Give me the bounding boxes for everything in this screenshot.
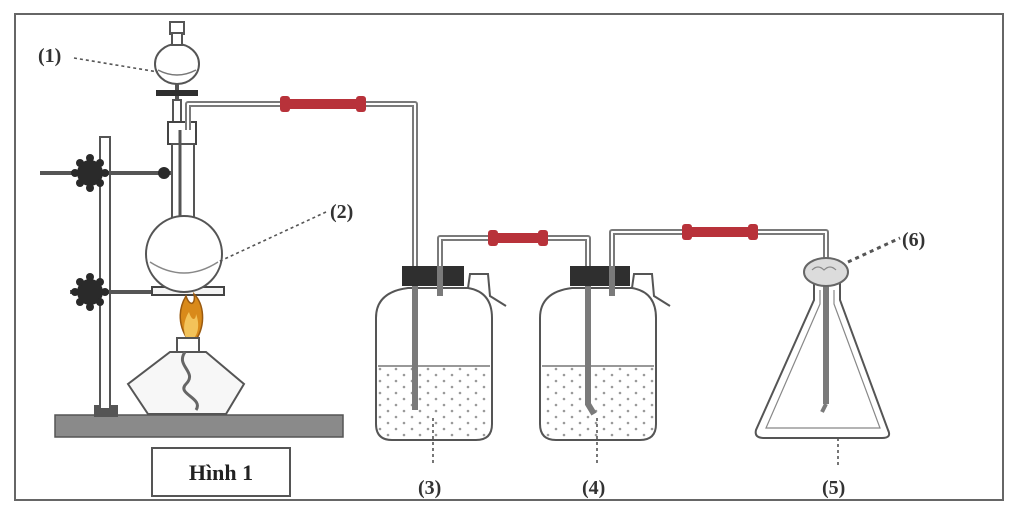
spirit-lamp (126, 291, 246, 415)
figure-caption: Hình 1 (151, 447, 291, 497)
connector-2 (490, 233, 546, 243)
connector-1 (282, 99, 364, 109)
flask-neck (171, 143, 195, 225)
label-1: (1) (38, 45, 61, 67)
lamp-wick (181, 351, 199, 411)
caption-text: Hình 1 (189, 460, 253, 485)
wash-bottle-4 (539, 266, 671, 441)
connector-3 (684, 227, 756, 237)
conical-flask-5 (754, 257, 891, 439)
label-3: (3) (418, 477, 441, 499)
liquid-4 (542, 366, 654, 438)
flask-bulb (145, 215, 223, 293)
stopper-4 (570, 266, 630, 286)
cotton-wool (803, 257, 849, 287)
stand-base (54, 414, 344, 438)
liquid-3 (378, 366, 490, 438)
label-2: (2) (330, 201, 353, 223)
gas-tubing (185, 101, 829, 410)
funnel-stopcock (156, 90, 198, 96)
lower-clamp-knob-icon (71, 273, 109, 311)
separatory-funnel (154, 21, 200, 131)
stopper-3 (402, 266, 464, 286)
round-bottom-flask (145, 121, 223, 293)
rubber-connectors (280, 96, 758, 246)
stand-rod (99, 136, 111, 410)
retort-stand (40, 136, 344, 438)
wash-bottle-3 (375, 266, 507, 441)
flask-stopper (167, 121, 197, 145)
label-5: (5) (822, 477, 845, 499)
upper-clamp-knob-icon (71, 154, 109, 192)
funnel-bulb (154, 43, 200, 85)
label-4: (4) (582, 477, 605, 499)
diagram-frame (14, 13, 1004, 501)
leader-lines (73, 57, 901, 466)
label-6: (6) (902, 229, 925, 251)
lamp-neck (176, 337, 200, 353)
upper-clamp-grip (158, 167, 170, 179)
